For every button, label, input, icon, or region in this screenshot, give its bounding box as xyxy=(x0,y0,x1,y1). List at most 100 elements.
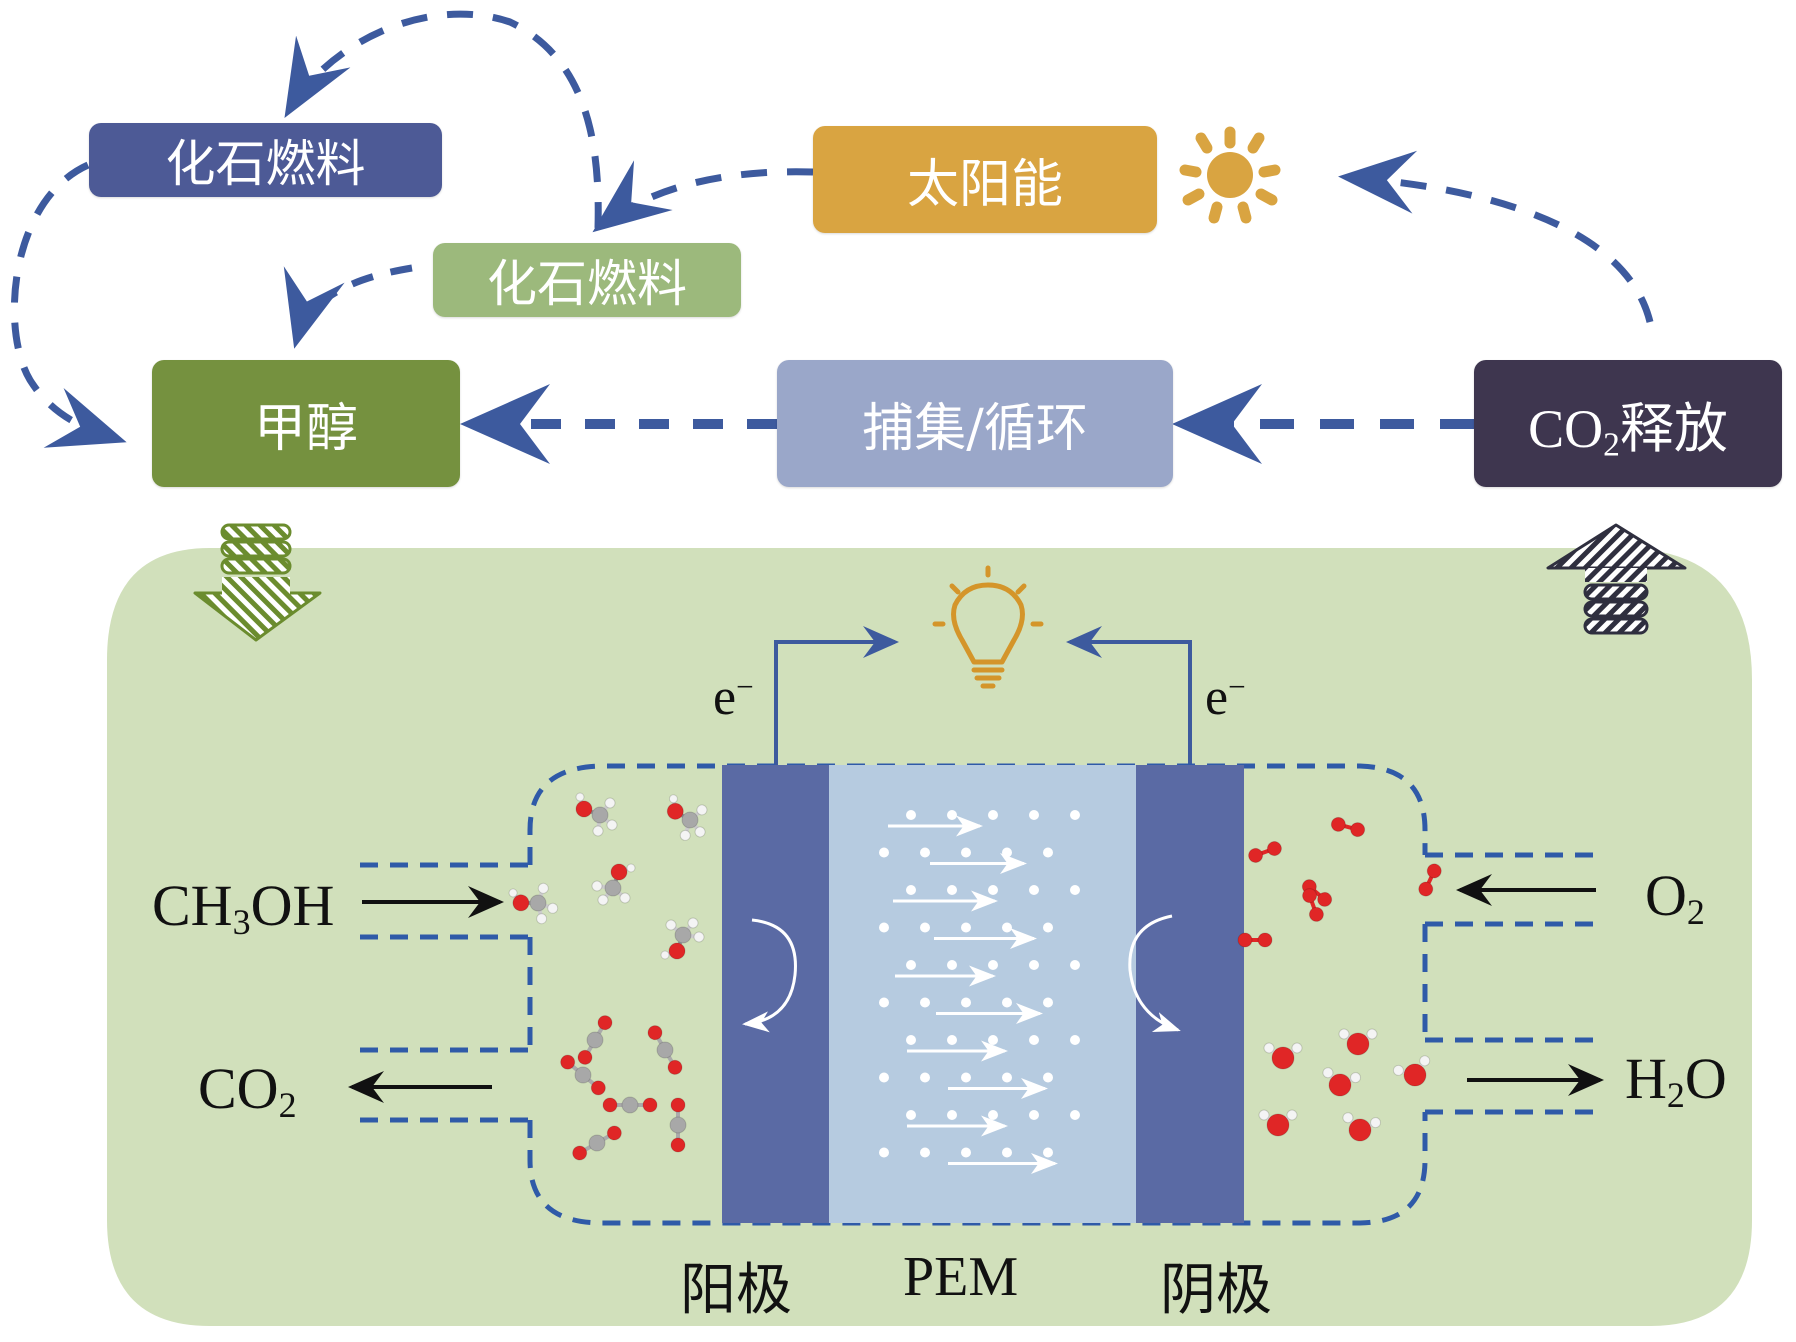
fossil-fuel-box-1: 化石燃料 xyxy=(89,123,442,197)
o2-molecule xyxy=(1302,888,1324,922)
hatched-down-arrow-icon xyxy=(193,523,322,642)
capture-recycle-box: 捕集/循环 xyxy=(777,360,1173,487)
h2o-molecule xyxy=(1342,1112,1382,1142)
atom xyxy=(547,902,559,914)
atom xyxy=(670,1137,686,1153)
arrow-loop-to-fossil-fuel-1 xyxy=(284,10,602,229)
atom xyxy=(536,913,548,925)
proton-dot xyxy=(1029,1110,1039,1120)
proton-dot xyxy=(1070,960,1080,970)
proton-dot xyxy=(920,847,930,858)
atom xyxy=(665,919,677,931)
proton-dot xyxy=(988,1110,998,1120)
pem-proton-arrows xyxy=(888,815,1058,1174)
atom xyxy=(591,880,603,892)
proton-dot xyxy=(1043,1072,1053,1083)
proton-dot xyxy=(920,997,930,1008)
h2o-molecule xyxy=(1263,1042,1303,1070)
light-bulb-icon xyxy=(932,565,1044,689)
co2-molecule xyxy=(572,1125,622,1161)
o2-molecule xyxy=(1330,816,1366,838)
atom xyxy=(588,1134,606,1152)
proton-dot xyxy=(1043,922,1053,933)
atom xyxy=(669,1116,687,1134)
proton-dot xyxy=(1043,997,1053,1008)
atom xyxy=(604,879,622,897)
proton-dot xyxy=(1043,847,1053,858)
atom xyxy=(1348,1118,1372,1142)
cathode-curved-arrow xyxy=(1128,914,1181,1032)
atom xyxy=(621,1096,639,1114)
atom xyxy=(619,892,631,904)
proton-dot xyxy=(1043,1147,1053,1158)
methanol-formula: CH3OH xyxy=(152,873,335,942)
co2-formula: CO2 xyxy=(198,1056,297,1125)
proton-dot xyxy=(879,1072,889,1083)
proton-dot xyxy=(961,1147,971,1158)
arrow-fossil-fuel-1-to-methanol xyxy=(10,161,127,448)
pem-label: PEM xyxy=(903,1246,1019,1308)
sun-icon xyxy=(1179,126,1281,224)
cathode-electron-label: e− xyxy=(1205,668,1246,726)
proton-dot xyxy=(1029,810,1039,820)
proton-dot xyxy=(1029,885,1039,895)
atom xyxy=(512,894,530,912)
atom xyxy=(1426,863,1442,879)
atom xyxy=(1258,1109,1270,1121)
o2-formula: O2 xyxy=(1645,863,1705,932)
atom xyxy=(586,1031,604,1049)
atom xyxy=(668,794,678,804)
h2o-molecule xyxy=(1338,1028,1378,1056)
proton-dot xyxy=(961,847,971,858)
atom xyxy=(610,863,628,881)
co2-molecule xyxy=(560,1054,606,1096)
o2-molecule xyxy=(1418,863,1442,897)
fossil-fuel-box-2: 化石燃料 xyxy=(433,243,741,317)
proton-dot xyxy=(1002,997,1012,1008)
atom xyxy=(647,1025,663,1041)
atom xyxy=(1338,1028,1350,1040)
h2o-molecule xyxy=(1392,1055,1431,1087)
atom xyxy=(681,811,699,829)
atom xyxy=(670,1097,686,1113)
atom xyxy=(604,797,616,809)
atom xyxy=(693,931,705,943)
cathode xyxy=(1136,765,1244,1223)
proton-dot xyxy=(1029,960,1039,970)
proton-dot xyxy=(947,1035,957,1045)
atom xyxy=(1248,847,1264,863)
atom xyxy=(668,942,686,960)
proton-dot xyxy=(1070,1035,1080,1045)
proton-dot xyxy=(906,885,916,895)
flow-arrows xyxy=(348,874,1604,1103)
atom xyxy=(626,863,636,873)
atom xyxy=(666,802,684,820)
atom xyxy=(1263,1042,1275,1054)
co2-release-box: CO2释放 xyxy=(1474,360,1782,487)
proton-dot xyxy=(906,810,916,820)
arrow-fossil-fuel-2-to-methanol xyxy=(283,264,413,349)
proton-dot xyxy=(961,922,971,933)
proton-dot xyxy=(961,1072,971,1083)
atom xyxy=(574,1066,592,1084)
atom xyxy=(577,1049,593,1065)
atom xyxy=(1350,822,1366,838)
atom xyxy=(1291,1042,1303,1054)
atom xyxy=(1419,1055,1431,1067)
atom xyxy=(597,894,609,906)
atom xyxy=(674,926,692,944)
proton-dot xyxy=(961,997,971,1008)
proton-dot xyxy=(1002,847,1012,858)
proton-dot xyxy=(1002,1072,1012,1083)
proton-dot xyxy=(1002,1147,1012,1158)
o2-molecule xyxy=(1237,932,1273,948)
o2-molecule xyxy=(1248,841,1282,863)
atom xyxy=(1328,1073,1352,1097)
co2-molecule xyxy=(577,1015,613,1065)
co2-molecule xyxy=(602,1096,658,1114)
proton-dot xyxy=(947,885,957,895)
cathode-wire xyxy=(1066,626,1192,765)
fossil-fuel-label-2: 化石燃料 xyxy=(487,255,687,313)
atom xyxy=(590,1080,606,1096)
